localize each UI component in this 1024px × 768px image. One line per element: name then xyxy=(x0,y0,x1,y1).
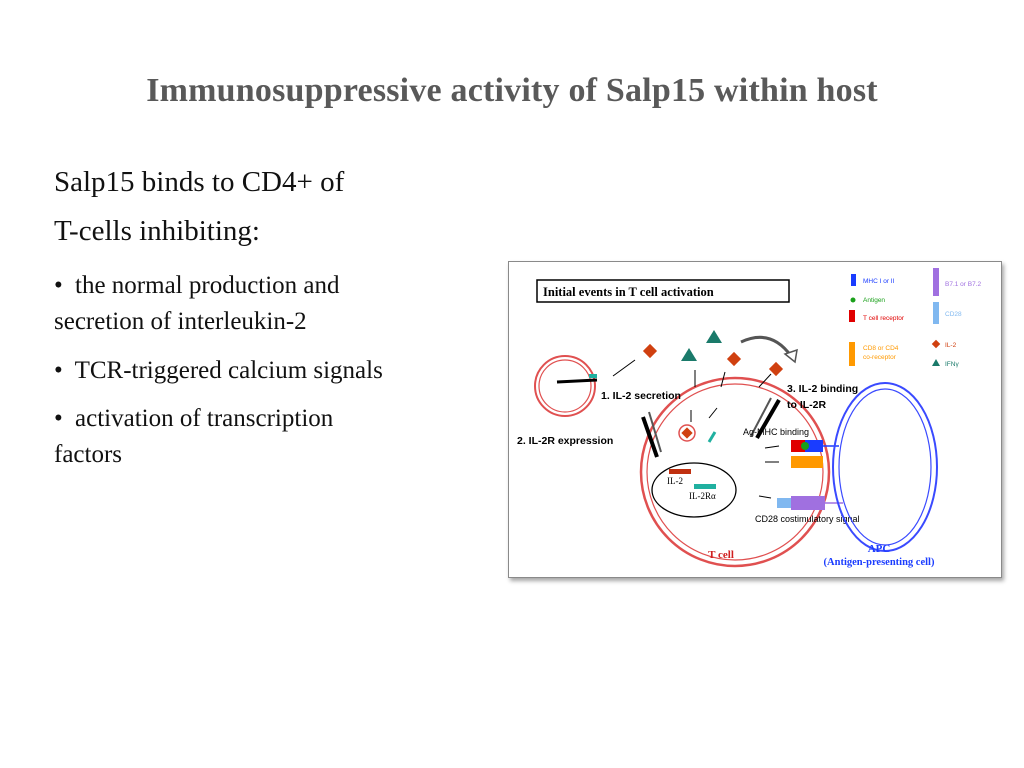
t-cell-inner-membrane xyxy=(646,383,824,561)
il2r-gene-label: IL-2Rα xyxy=(689,491,716,501)
legend-cd28-label: CD28 xyxy=(945,311,962,318)
t-cell-label: T cell xyxy=(708,549,734,561)
upward-arrow-icon xyxy=(720,371,726,388)
il2-molecule-icon xyxy=(726,351,742,367)
curved-arrow-icon xyxy=(740,335,793,357)
small-cell-outer xyxy=(534,355,596,417)
t-cell-activation-diagram: Initial events in T cell activation IL-2… xyxy=(517,268,982,568)
legend-coreceptor-icon xyxy=(849,342,855,366)
figure-header: Initial events in T cell activation xyxy=(543,285,714,299)
il2r-receptor-right-shadow-icon xyxy=(750,397,772,437)
apc-full-label: (Antigen-presenting cell) xyxy=(824,557,935,568)
il2r-receptor-left-icon xyxy=(641,416,659,458)
il2-diamond-icon xyxy=(681,427,693,439)
slide-body: Salp15 binds to CD4+ of T-cells inhibiti… xyxy=(54,168,494,485)
il2-gene-label: IL-2 xyxy=(667,476,683,486)
apc-label: APC xyxy=(868,543,891,555)
legend-b7-icon xyxy=(933,268,939,296)
slide-title: Immunosuppressive activity of Salp15 wit… xyxy=(146,72,878,109)
legend-antigen-icon xyxy=(850,297,856,303)
header-box xyxy=(536,279,790,303)
antigen-icon xyxy=(801,442,809,450)
nucleus xyxy=(651,462,737,518)
signal-arrow-icon xyxy=(764,445,780,449)
legend-b7-label: B7.1 or B7.2 xyxy=(945,281,982,288)
step-3-label-line2: to IL-2R xyxy=(787,399,826,411)
signal-arrow-icon xyxy=(758,495,772,499)
cd28-icon xyxy=(777,498,791,508)
bullet-text: TCR-triggered calcium signals xyxy=(74,356,383,384)
legend-coreceptor-label-2: co-receptor xyxy=(863,354,897,361)
lead-line-2: T-cells inhibiting: xyxy=(54,215,260,247)
bullet-text: secretion of interleukin-2 xyxy=(54,308,307,336)
cd28-label: CD28 costimulatory signal xyxy=(755,514,860,524)
il2-molecule-icon xyxy=(768,361,784,377)
small-cell-il2r-icon xyxy=(589,374,597,378)
legend-il2-icon xyxy=(931,339,941,349)
t-cell-outer-membrane xyxy=(639,376,831,568)
small-cell-inner xyxy=(538,359,592,413)
bullet-item-calcium: • TCR-triggered calcium signals xyxy=(54,353,494,389)
upward-arrow-icon xyxy=(708,407,718,419)
mhc-icon xyxy=(805,440,823,452)
legend-tcr-icon xyxy=(849,310,855,322)
il2r-receptor-right-icon xyxy=(755,398,781,440)
curved-arrowhead-icon xyxy=(783,348,798,364)
legend-il2-label: IL-2 xyxy=(945,342,957,349)
legend-ifn-label: IFNγ xyxy=(945,361,959,368)
t-cell-activation-figure: Initial events in T cell activation IL-2… xyxy=(508,261,1002,578)
legend-ifn-icon xyxy=(932,359,940,366)
bullet-icon: • xyxy=(54,272,63,299)
il2r-fragment-icon xyxy=(707,431,717,443)
bullet-text: the normal production and xyxy=(75,272,340,299)
ifn-gamma-icon xyxy=(706,330,722,343)
upward-arrow-icon xyxy=(758,373,772,388)
ifn-gamma-icon xyxy=(681,348,697,361)
small-cell-receptor-icon xyxy=(556,378,598,384)
tcr-icon xyxy=(791,440,805,452)
il2r-gene-icon xyxy=(694,484,716,489)
bullet-item-il2: • the normal production and secretion of… xyxy=(54,268,494,341)
bullet-text: factors xyxy=(54,441,123,468)
legend-coreceptor-label: CD8 or CD4 xyxy=(863,345,899,352)
step-2-label: 2. IL-2R expression xyxy=(517,435,613,447)
apc-inner-membrane xyxy=(838,388,932,546)
legend-tcr-label: T cell receptor xyxy=(863,315,905,322)
legend-cd28-icon xyxy=(933,302,939,324)
b7-icon xyxy=(791,496,825,510)
bullet-text: activation of transcription xyxy=(75,404,334,432)
step-1-label: 1. IL-2 secretion xyxy=(601,390,681,402)
legend-antigen-label: Antigen xyxy=(863,297,885,304)
legend-mhc-icon xyxy=(851,274,856,286)
step-3-label-line1: 3. IL-2 binding xyxy=(787,383,858,395)
il2-gene-icon xyxy=(669,469,691,474)
legend-mhc-label: MHC I or II xyxy=(863,278,895,285)
ag-mhc-label: Ag-MHC binding xyxy=(743,427,809,437)
il2r-receptor-left-shadow-icon xyxy=(648,411,662,453)
bullet-icon: • xyxy=(54,404,63,432)
bullet-icon: • xyxy=(54,356,63,384)
bullet-item-transcription: • activation of transcription factors xyxy=(54,401,494,474)
secretion-arrow-icon xyxy=(612,359,636,377)
il2-vesicle-icon xyxy=(678,424,696,442)
il2-molecule-icon xyxy=(642,343,658,359)
apc-outer-membrane xyxy=(832,382,938,552)
lead-line-1: Salp15 binds to CD4+ of xyxy=(54,166,345,198)
coreceptor-icon xyxy=(791,456,823,468)
